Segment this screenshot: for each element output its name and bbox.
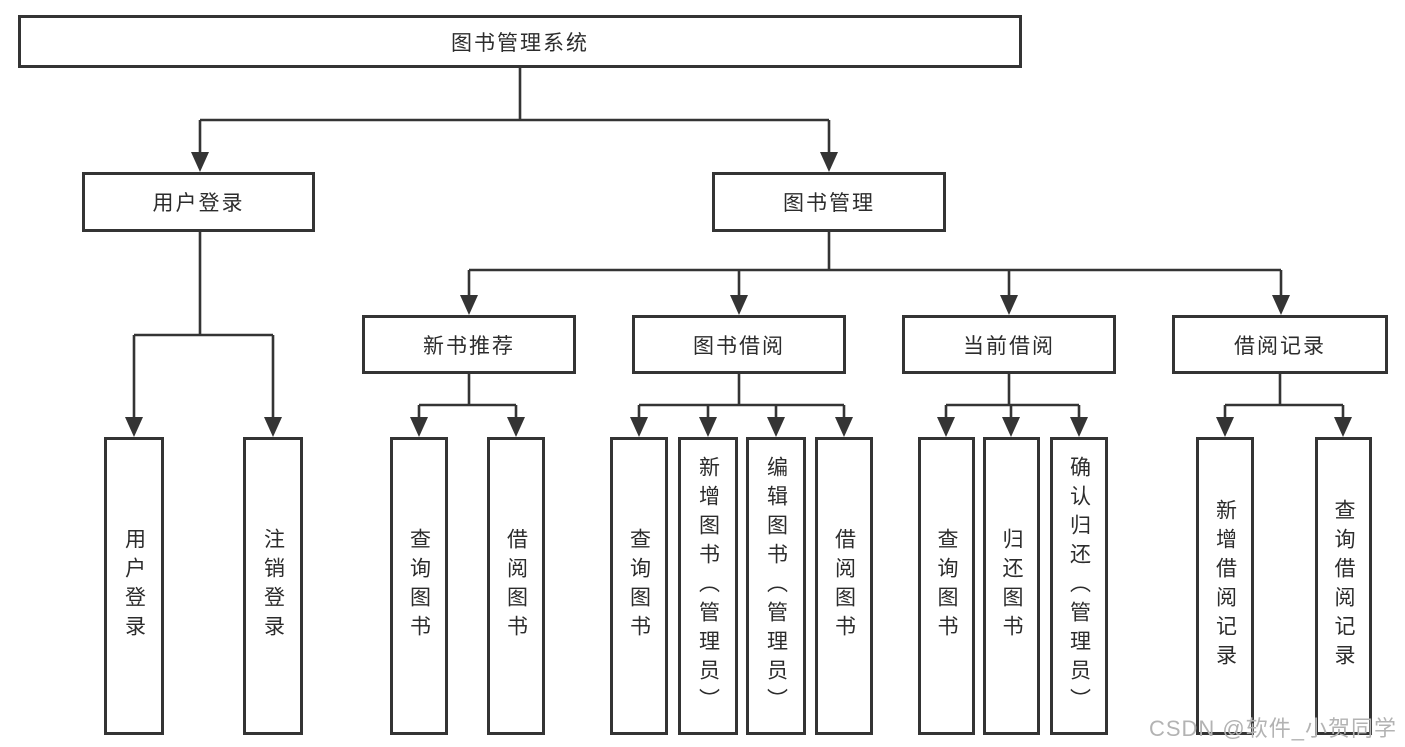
node-borrow-records: 借阅记录 xyxy=(1172,315,1388,374)
node-label: 用户登录 xyxy=(122,528,146,644)
node-library-management-system: 图书管理系统 xyxy=(18,15,1022,68)
leaf-confirm-return-admin: 确认归还（管理员） xyxy=(1050,437,1108,735)
node-label: 确认归还（管理员） xyxy=(1067,455,1091,717)
leaf-return-books: 归还图书 xyxy=(983,437,1040,735)
leaf-add-borrow-record: 新增借阅记录 xyxy=(1196,437,1254,735)
leaf-query-books: 查询图书 xyxy=(610,437,668,735)
node-label: 注销登录 xyxy=(261,528,285,644)
arrowheads xyxy=(125,152,1352,437)
node-label: 图书借阅 xyxy=(693,334,785,358)
node-label: 用户登录 xyxy=(152,192,245,215)
node-label: 借阅记录 xyxy=(1234,334,1326,358)
node-label: 图书管理 xyxy=(783,192,875,215)
node-label: 查询图书 xyxy=(407,528,431,644)
node-label: 新增借阅记录 xyxy=(1213,499,1237,673)
leaf-query-books: 查询图书 xyxy=(918,437,975,735)
leaf-borrow-books: 借阅图书 xyxy=(815,437,873,735)
leaf-borrow-books: 借阅图书 xyxy=(487,437,545,735)
leaf-query-borrow-record: 查询借阅记录 xyxy=(1315,437,1372,735)
leaf-edit-books-admin: 编辑图书（管理员） xyxy=(746,437,806,735)
node-label: 归还图书 xyxy=(1000,528,1023,644)
leaf-query-books: 查询图书 xyxy=(390,437,448,735)
node-label: 图书管理系统 xyxy=(451,31,589,55)
connector-lines xyxy=(132,68,1345,419)
node-label: 新增图书（管理员） xyxy=(696,455,720,717)
csdn-watermark: CSDN @软件_小贺同学 xyxy=(1148,716,1397,741)
node-current-borrow: 当前借阅 xyxy=(902,315,1116,374)
node-book-management: 图书管理 xyxy=(712,172,946,232)
node-label: 查询借阅记录 xyxy=(1332,499,1355,673)
node-new-book-recommend: 新书推荐 xyxy=(362,315,576,374)
leaf-logout: 注销登录 xyxy=(243,437,303,735)
node-label: 查询图书 xyxy=(935,528,958,644)
node-label: 当前借阅 xyxy=(963,334,1055,358)
node-label: 编辑图书（管理员） xyxy=(764,455,788,717)
node-label: 借阅图书 xyxy=(832,528,856,644)
node-label: 借阅图书 xyxy=(504,528,528,644)
node-label: 查询图书 xyxy=(627,528,651,644)
leaf-user-login: 用户登录 xyxy=(104,437,164,735)
leaf-add-books-admin: 新增图书（管理员） xyxy=(678,437,738,735)
node-user-login: 用户登录 xyxy=(82,172,315,232)
node-book-borrow: 图书借阅 xyxy=(632,315,846,374)
node-label: 新书推荐 xyxy=(423,334,515,358)
